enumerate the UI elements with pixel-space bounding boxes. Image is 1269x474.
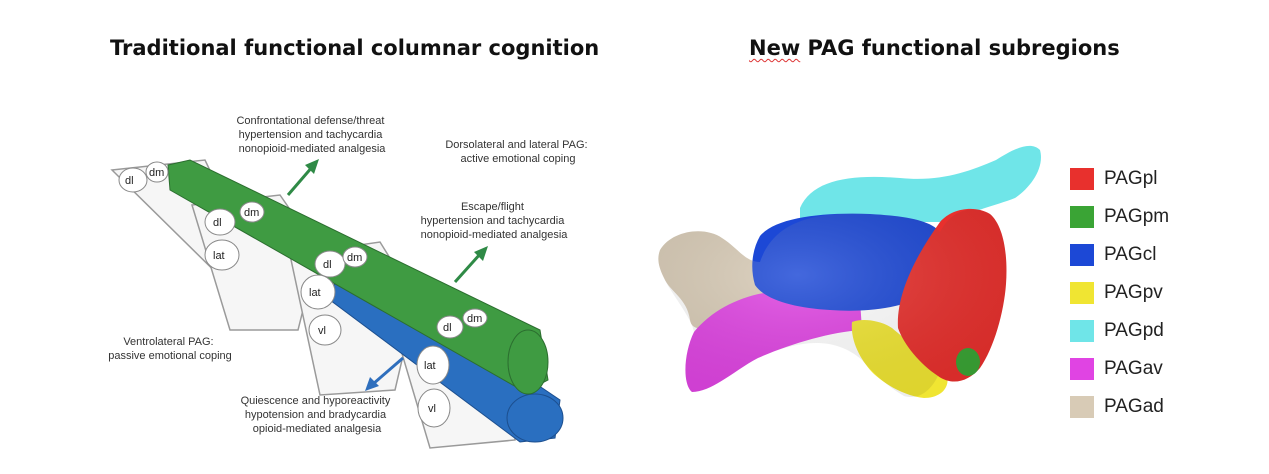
region-dm-2 [239, 201, 265, 223]
region-dl-1 [118, 167, 148, 193]
legend-swatch [1070, 282, 1094, 304]
region-lat-3 [300, 274, 336, 310]
right-panel-title: New PAG functional subregions [749, 36, 1120, 60]
label-dl-2: dl [213, 217, 222, 229]
legend-item-pagad: PAGad [1070, 388, 1169, 426]
annotation-quiescence: Quiescence and hyporeactivity hypotensio… [241, 395, 394, 435]
region-vl-4 [417, 388, 451, 428]
region-dl-4 [436, 315, 464, 339]
region-lat-4 [416, 345, 450, 385]
legend-swatch [1070, 206, 1094, 228]
ventrolateral-column-end [506, 393, 564, 443]
legend-item-pagpv: PAGpv [1070, 274, 1169, 312]
label-dl-3: dl [323, 259, 332, 271]
label-vl-3: vl [318, 325, 326, 337]
region-dm-3 [342, 246, 368, 268]
legend-label: PAGav [1104, 358, 1163, 379]
columnar-diagram: dl dm dl dm lat dl dm lat vl dl dm lat v… [108, 115, 590, 449]
label-dl-4: dl [443, 322, 452, 334]
right-title-rest: PAG functional subregions [800, 36, 1120, 60]
region-vl-3 [308, 314, 342, 346]
legend-item-pagpl: PAGpl [1070, 160, 1169, 198]
legend-item-pagcl: PAGcl [1070, 236, 1169, 274]
legend-label: PAGpd [1104, 320, 1164, 341]
legend-item-pagpm: PAGpm [1070, 198, 1169, 236]
legend-item-pagpd: PAGpd [1070, 312, 1169, 350]
region-dl-2 [204, 208, 236, 236]
annotation-dorsolateral: Dorsolateral and lateral PAG: active emo… [445, 139, 590, 165]
dorsal-column-end [507, 329, 549, 395]
legend-label: PAGpv [1104, 282, 1163, 303]
subregion-model [658, 145, 1041, 398]
label-dm-1: dm [149, 167, 164, 179]
region-dl-3 [314, 250, 346, 278]
region-dm-4 [462, 308, 488, 328]
legend-label: PAGad [1104, 396, 1164, 417]
legend-swatch [1070, 244, 1094, 266]
label-dl-1: dl [125, 175, 134, 187]
legend-swatch [1070, 168, 1094, 190]
label-dm-2: dm [244, 207, 259, 219]
annotation-confrontational: Confrontational defense/threat hypertens… [236, 115, 387, 155]
region-pagpd [800, 145, 1041, 223]
label-lat-3: lat [309, 287, 321, 299]
left-panel-title: Traditional functional columnar cognitio… [110, 36, 600, 60]
legend-swatch [1070, 396, 1094, 418]
arrow-up-green-2 [453, 246, 488, 284]
legend-item-pagav: PAGav [1070, 350, 1169, 388]
label-vl-4: vl [428, 403, 436, 415]
model-shading [658, 209, 1007, 398]
legend-label: PAGcl [1104, 244, 1157, 265]
label-lat-4: lat [424, 360, 436, 372]
subregion-legend: PAGpl PAGpm PAGcl PAGpv PAGpd PAGav PAGa… [1070, 160, 1169, 426]
legend-label: PAGpl [1104, 168, 1158, 189]
arrow-down-blue [365, 356, 404, 391]
legend-label: PAGpm [1104, 206, 1170, 227]
region-dm-1 [145, 161, 169, 183]
annotation-escape: Escape/flight hypertension and tachycard… [421, 201, 569, 241]
label-lat-2: lat [213, 250, 225, 262]
label-dm-3: dm [347, 252, 362, 264]
legend-swatch [1070, 320, 1094, 342]
region-lat-2 [204, 239, 240, 271]
annotation-ventrolateral: Ventrolateral PAG: passive emotional cop… [108, 336, 232, 362]
spellcheck-word: New [749, 36, 801, 60]
legend-swatch [1070, 358, 1094, 380]
arrow-up-green-1 [286, 159, 319, 196]
label-dm-4: dm [467, 313, 482, 325]
